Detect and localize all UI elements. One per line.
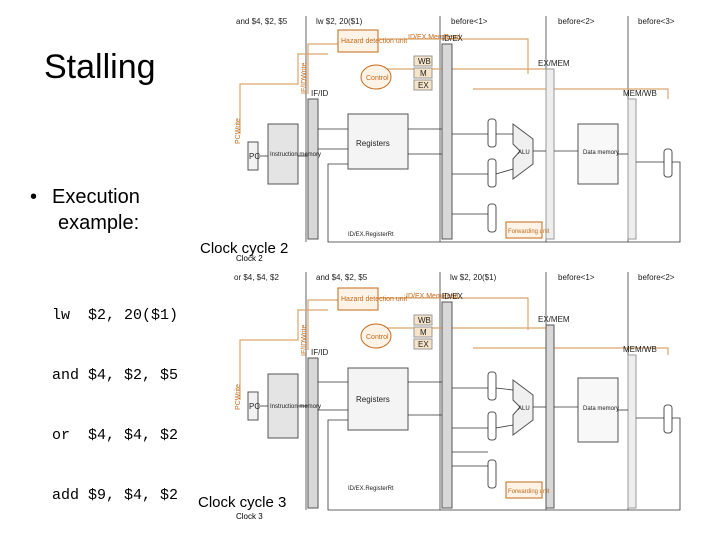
pc-label: PC xyxy=(249,402,260,411)
stage-label: lw $2, 20($1) xyxy=(316,17,363,26)
exmem-label: EX/MEM xyxy=(538,59,570,68)
ifid-register xyxy=(307,98,319,240)
pcwrite-label: PCWrite xyxy=(235,384,242,410)
small-caption-cycle-2: Clock 2 xyxy=(236,254,263,263)
code-block: lw $2, 20($1) and $4, $2, $5 or $4, $4, … xyxy=(52,266,178,526)
hazard-label: Hazard detection unit xyxy=(341,296,407,303)
svg-text:WB: WB xyxy=(418,316,431,325)
registers-label: Registers xyxy=(356,139,390,148)
data-memory xyxy=(577,377,619,443)
memwb-register xyxy=(627,354,637,509)
dm-label: Data memory xyxy=(583,406,619,412)
caption-cycle-3: Clock cycle 3 xyxy=(198,494,287,511)
pc-label: PC xyxy=(249,152,260,161)
data-memory xyxy=(577,123,619,185)
memwb-label: MEM/WB xyxy=(623,345,657,354)
ifid-register xyxy=(307,357,319,509)
svg-text:EX: EX xyxy=(418,340,429,349)
control-label: Control xyxy=(366,334,389,341)
code-line: lw $2, 20($1) xyxy=(52,307,179,324)
registers-label: Registers xyxy=(356,395,390,404)
dm-label: Data memory xyxy=(583,150,619,156)
code-line: or $4, $4, $2 xyxy=(52,427,179,444)
control-label: Control xyxy=(366,75,389,82)
stage-label: and $4, $2, $5 xyxy=(236,17,288,26)
exmem-label: EX/MEM xyxy=(538,315,570,324)
ifidwrite-label: IF/IDWrite xyxy=(301,63,308,94)
alu-label: ALU xyxy=(518,150,530,156)
code-line: add $9, $4, $2 xyxy=(52,487,179,504)
exmem-register xyxy=(545,68,555,240)
bullet-line-2: example: xyxy=(58,212,140,234)
im-label: Instruction memory xyxy=(270,404,321,410)
stage-label: before<1> xyxy=(558,273,595,282)
code-line: and $4, $2, $5 xyxy=(52,367,179,384)
stage-label: lw $2, 20($1) xyxy=(450,273,497,282)
stage-label: before<2> xyxy=(558,17,595,26)
bullet-line-1: Execution xyxy=(52,186,140,208)
pcwrite-label: PCWrite xyxy=(235,118,242,144)
svg-text:M: M xyxy=(420,328,427,337)
register-file xyxy=(347,367,409,431)
im-label: Instruction memory xyxy=(270,152,321,158)
memwb-register xyxy=(627,98,637,240)
instruction-memory xyxy=(267,123,299,185)
control-unit xyxy=(360,323,392,349)
ifid-label: IF/ID xyxy=(311,89,329,98)
ifidwrite-label: IF/IDWrite xyxy=(301,325,308,356)
idex-register xyxy=(441,301,453,509)
hazard-detection-unit xyxy=(337,287,379,311)
pipeline-diagram-cycle-2: and $4, $2, $5 lw $2, 20($1) before<1> b… xyxy=(235,16,681,243)
ifid-label: IF/ID xyxy=(311,348,329,357)
exmem-register xyxy=(545,324,555,509)
idex-label: ID/EX xyxy=(442,34,464,43)
hazard-detection-unit xyxy=(337,29,379,53)
svg-text:M: M xyxy=(420,69,427,78)
bullet-dot-icon: • xyxy=(30,186,38,208)
stage-label: before<1> xyxy=(451,17,488,26)
idex-label: ID/EX xyxy=(442,292,464,301)
idexrt-label: ID/EX.RegisterRt xyxy=(348,486,394,492)
stage-label: or $4, $4, $2 xyxy=(234,273,279,282)
stage-label: and $4, $2, $5 xyxy=(316,273,368,282)
svg-text:WB: WB xyxy=(418,57,431,66)
idexmemread-label: ID/EX.MemRead xyxy=(408,34,461,41)
stage-label: before<2> xyxy=(638,273,675,282)
control-unit xyxy=(360,64,392,90)
pipeline-diagram-cycle-3: or $4, $4, $2 and $4, $2, $5 lw $2, 20($… xyxy=(234,272,681,511)
svg-text:EX: EX xyxy=(418,81,429,90)
forwarding-unit xyxy=(505,221,543,239)
idexrt-label: ID/EX.RegisterRt xyxy=(348,232,394,238)
fwd-label: Forwarding unit xyxy=(508,229,550,235)
caption-cycle-2: Clock cycle 2 xyxy=(200,240,289,257)
memwb-label: MEM/WB xyxy=(623,89,657,98)
fwd-label: Forwarding unit xyxy=(508,489,550,495)
forwarding-unit xyxy=(505,481,543,499)
idex-register xyxy=(441,43,453,240)
hazard-label: Hazard detection unit xyxy=(341,38,407,45)
bullet-text: • Execution example: xyxy=(30,184,140,236)
idexmemread-label: ID/EX.MemRead xyxy=(406,293,459,300)
stage-label: before<3> xyxy=(638,17,675,26)
slide-title: Stalling xyxy=(44,48,156,86)
small-caption-cycle-3: Clock 3 xyxy=(236,512,263,521)
register-file xyxy=(347,113,409,170)
alu-label: ALU xyxy=(518,406,530,412)
